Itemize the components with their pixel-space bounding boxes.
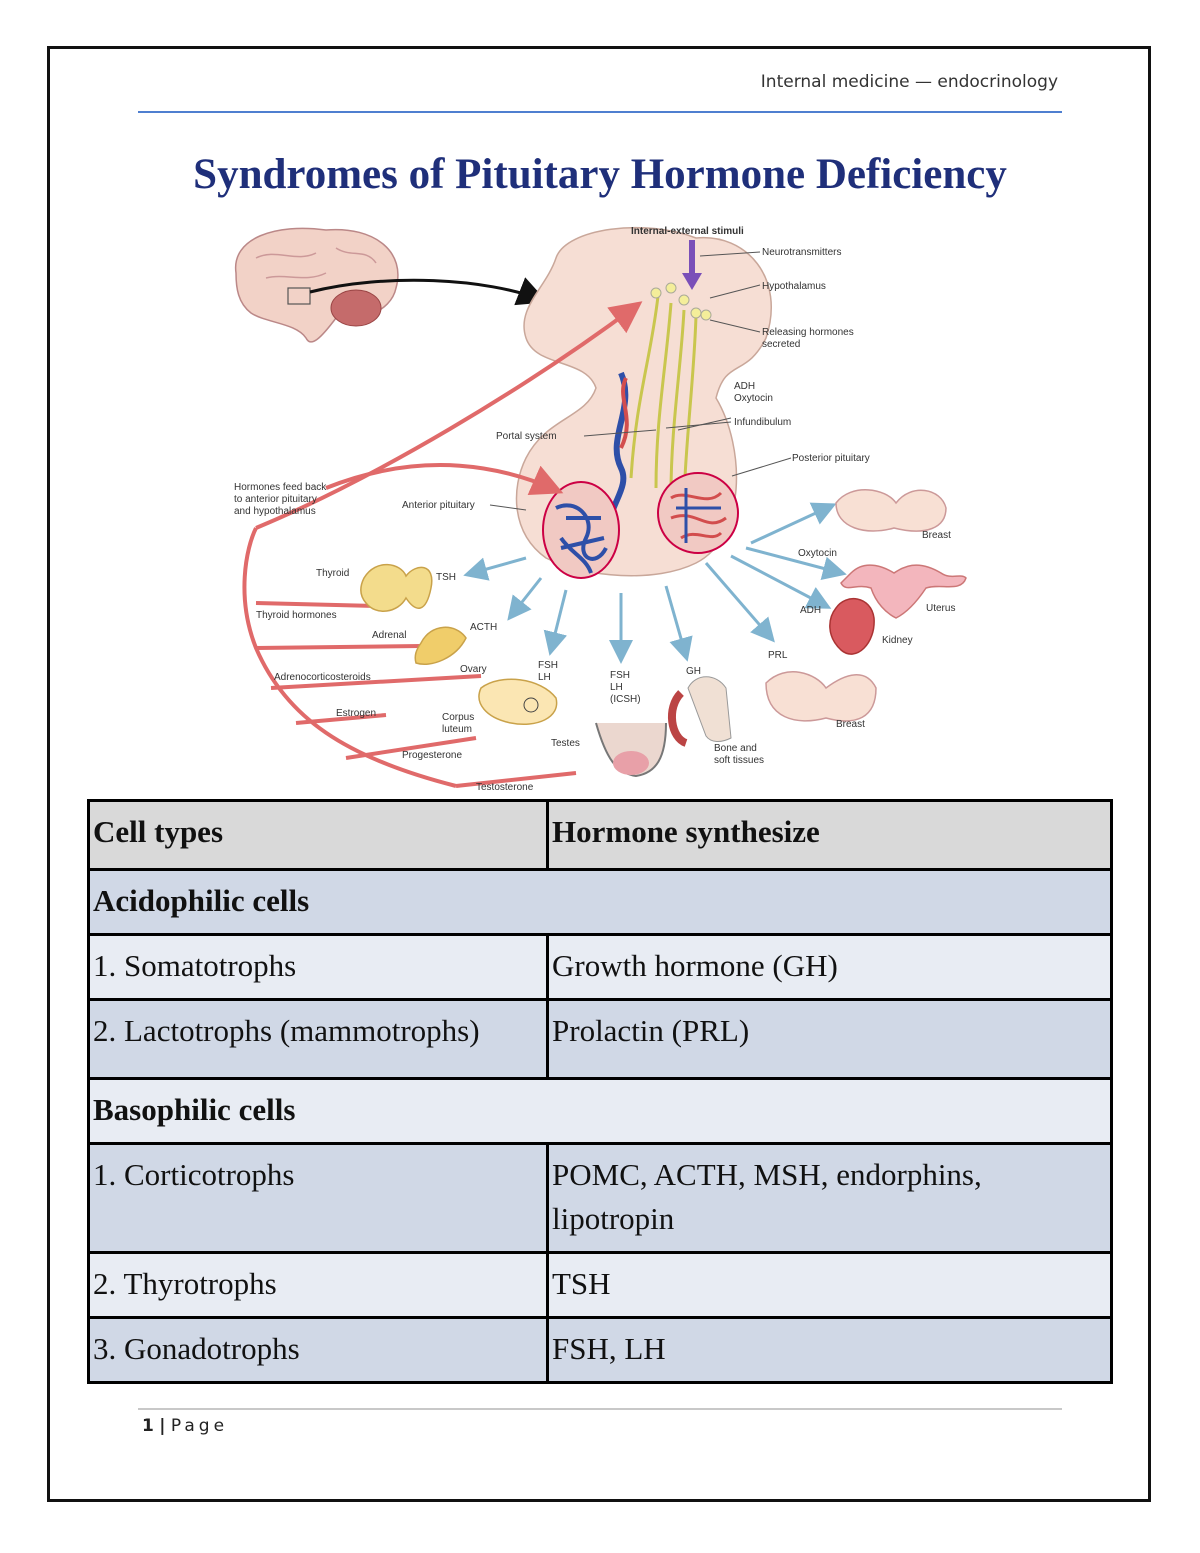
label-lh: LH xyxy=(538,672,551,683)
hormone: Growth hormone (GH) xyxy=(546,933,1113,1001)
group-row-basophilic: Basophilic cells xyxy=(87,1077,1113,1145)
label-thyroid-hormones: Thyroid hormones xyxy=(256,610,337,621)
page-number: 1 xyxy=(142,1416,154,1436)
label-acth: ACTH xyxy=(470,622,497,633)
label-neurotransmitters: Neurotransmitters xyxy=(762,247,841,258)
page-footer: 1 | Page xyxy=(142,1416,228,1436)
label-hypothalamus: Hypothalamus xyxy=(762,281,826,292)
label-infundibulum: Infundibulum xyxy=(734,417,791,428)
group-row-acidophilic: Acidophilic cells xyxy=(87,868,1113,936)
cell-type: 3. Gonadotrophs xyxy=(87,1316,549,1384)
label-adh-arrow: ADH xyxy=(800,605,821,616)
label-ovary: Ovary xyxy=(460,664,487,675)
label-releasing-hormones-2: secreted xyxy=(762,339,800,350)
label-testosterone: Testosterone xyxy=(476,782,534,793)
label-tsh: TSH xyxy=(436,572,456,583)
page-border xyxy=(47,46,1151,1502)
brain-illustration xyxy=(235,227,399,343)
label-oxytocin-arrow: Oxytocin xyxy=(798,548,837,559)
cell-type: 2. Lactotrophs (mammotrophs) xyxy=(87,998,549,1080)
label-fsh: FSH xyxy=(538,660,558,671)
label-uterus: Uterus xyxy=(926,603,955,614)
pituitary-diagram: Internal-external stimuli Neurotransmitt… xyxy=(234,226,967,793)
label-luteum: luteum xyxy=(442,724,472,735)
group-label: Basophilic cells xyxy=(87,1077,1113,1145)
label-adh: ADH xyxy=(734,381,755,392)
footer-separator: | xyxy=(159,1416,166,1436)
hormone: FSH, LH xyxy=(546,1316,1113,1384)
page-title: Syndromes of Pituitary Hormone Deficienc… xyxy=(193,151,1007,198)
header-cell-types: Cell types xyxy=(87,799,549,871)
label-bone: Bone and xyxy=(714,743,757,754)
cell-type: 1. Somatotrophs xyxy=(87,933,549,1001)
page-label: Page xyxy=(170,1416,229,1436)
label-adrenal: Adrenal xyxy=(372,630,406,641)
label-corpus: Corpus xyxy=(442,712,474,723)
label-posterior-pituitary: Posterior pituitary xyxy=(792,453,870,464)
label-soft-tissues: soft tissues xyxy=(714,755,764,766)
table-row: 2. Thyrotrophs TSH xyxy=(87,1251,1113,1319)
label-thyroid: Thyroid xyxy=(316,568,349,579)
label-oxytocin: Oxytocin xyxy=(734,393,773,404)
neural-fibers xyxy=(629,282,712,499)
label-icsh: (ICSH) xyxy=(610,694,641,705)
target-organs xyxy=(360,489,967,778)
label-gh: GH xyxy=(686,666,701,677)
cell-types-table: Cell types Hormone synthesize Acidophili… xyxy=(87,799,1113,1384)
label-adrenocorticosteroids: Adrenocorticosteroids xyxy=(274,672,371,683)
label-feedback-2: to anterior pituitary xyxy=(234,494,317,505)
label-testes: Testes xyxy=(551,738,580,749)
label-estrogen: Estrogen xyxy=(336,708,376,719)
label-anterior-pituitary: Anterior pituitary xyxy=(402,500,475,511)
label-lh-2: LH xyxy=(610,682,623,693)
label-breast-bottom: Breast xyxy=(836,719,865,730)
hormone: POMC, ACTH, MSH, endorphins, lipotropin xyxy=(546,1142,1113,1254)
label-breast-top: Breast xyxy=(922,530,951,541)
group-label: Acidophilic cells xyxy=(87,868,1113,936)
footer-rule xyxy=(138,1408,1062,1410)
label-portal-system: Portal system xyxy=(496,431,557,442)
hormone: Prolactin (PRL) xyxy=(546,998,1113,1080)
hormone: TSH xyxy=(546,1251,1113,1319)
cell-type: 2. Thyrotrophs xyxy=(87,1251,549,1319)
label-releasing-hormones: Releasing hormones xyxy=(762,327,854,338)
label-feedback-1: Hormones feed back xyxy=(234,482,327,493)
label-progesterone: Progesterone xyxy=(402,750,462,761)
header-rule xyxy=(138,111,1062,113)
label-prl: PRL xyxy=(768,650,788,661)
label-fsh-2: FSH xyxy=(610,670,630,681)
table-row: 3. Gonadotrophs FSH, LH xyxy=(87,1316,1113,1384)
table-header-row: Cell types Hormone synthesize xyxy=(87,799,1113,871)
running-header: Internal medicine — endocrinology xyxy=(760,72,1058,92)
table-row: 1. Corticotrophs POMC, ACTH, MSH, endorp… xyxy=(87,1142,1113,1254)
cell-type: 1. Corticotrophs xyxy=(87,1142,549,1254)
label-feedback-3: and hypothalamus xyxy=(234,506,316,517)
table-row: 1. Somatotrophs Growth hormone (GH) xyxy=(87,933,1113,1001)
label-internal-external-stimuli: Internal-external stimuli xyxy=(631,226,744,237)
header-hormone-synthesize: Hormone synthesize xyxy=(546,799,1113,871)
label-kidney: Kidney xyxy=(882,635,913,646)
table-row: 2. Lactotrophs (mammotrophs) Prolactin (… xyxy=(87,998,1113,1080)
